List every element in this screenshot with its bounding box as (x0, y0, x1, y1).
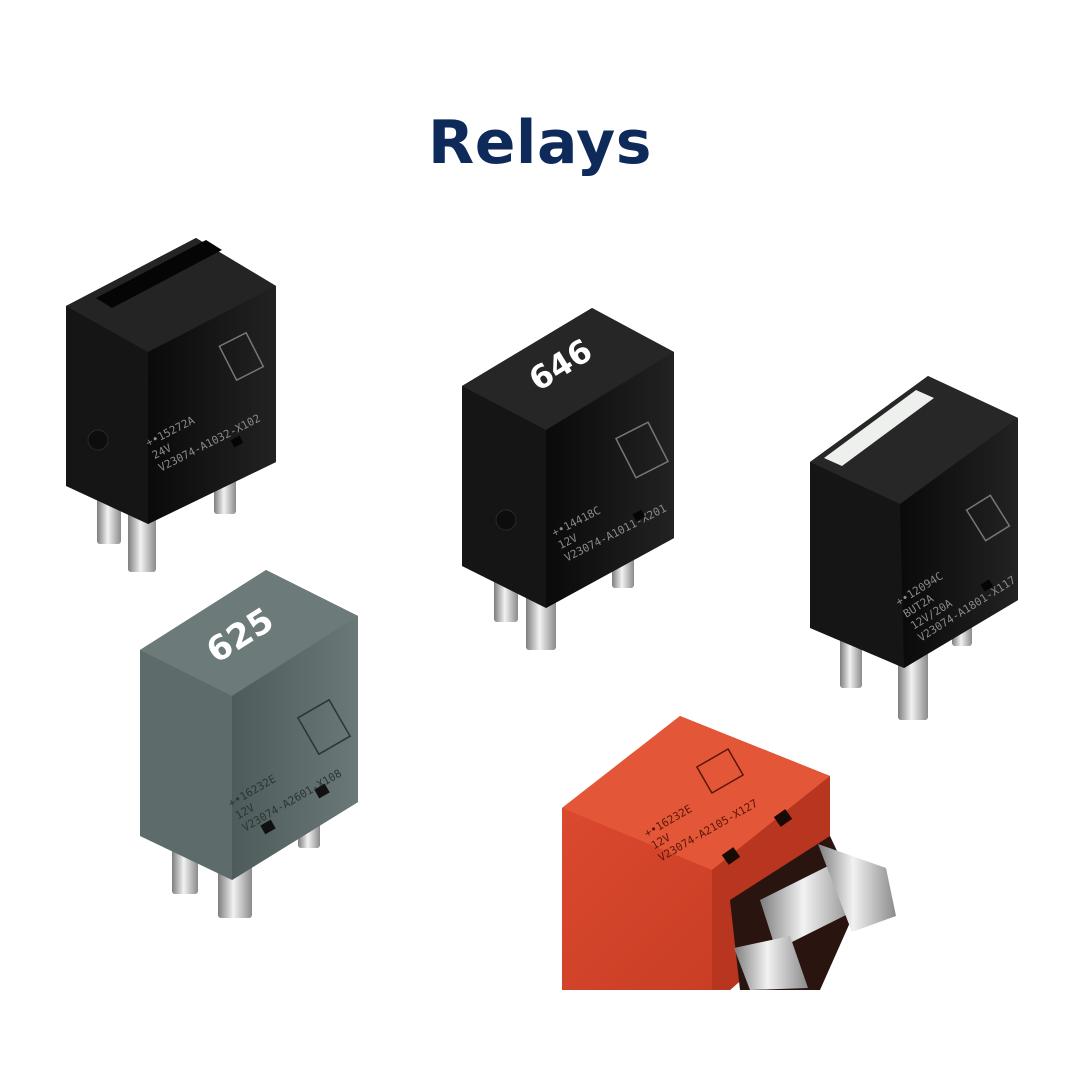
relay-pin (818, 844, 896, 932)
relay-gray-625: 625 +•16232E 12V V23074-A2601-X108 (140, 570, 358, 918)
relay-pin (734, 936, 808, 990)
page-title: Relays (428, 108, 652, 178)
relay-black-1: +•15272A 24V V23074-A1032-X102 (66, 238, 276, 572)
relay-black-3: +•12094C BUT2A 12V/20A V23074-A1801-X117 (810, 376, 1018, 720)
relay-red: +•16232E 12V V23074-A2105-X127 (562, 716, 896, 990)
blank-label (824, 390, 934, 466)
relay-black-646: 646 +•14418C 12V V23074-A1011-X201 (462, 308, 674, 650)
relay-pin (760, 860, 856, 950)
